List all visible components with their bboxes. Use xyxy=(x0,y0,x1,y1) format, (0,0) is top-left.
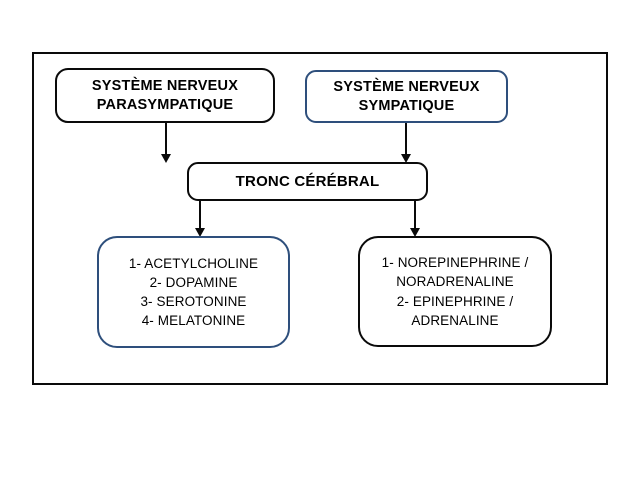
arrow-head-down-icon xyxy=(161,154,171,163)
node-systeme-nerveux-sympathique-label: SYSTÈME NERVEUX SYMPATIQUE xyxy=(333,78,480,114)
node-systeme-nerveux-parasympathique[interactable]: SYSTÈME NERVEUX PARASYMPATIQUE xyxy=(55,68,275,123)
arrow-shaft xyxy=(199,201,201,229)
arrow-sympathique-to-tronc-cerebral xyxy=(400,123,412,163)
node-parasympathique-neurotransmitters-label: 1- ACETYLCHOLINE 2- DOPAMINE 3- SEROTONI… xyxy=(128,255,259,329)
arrow-parasympathique-to-tronc-cerebral xyxy=(160,123,172,163)
arrow-head-down-icon xyxy=(195,228,205,237)
arrow-head-down-icon xyxy=(401,154,411,163)
arrow-shaft xyxy=(405,123,407,155)
arrow-shaft xyxy=(414,201,416,229)
node-systeme-nerveux-parasympathique-label: SYSTÈME NERVEUX PARASYMPATIQUE xyxy=(91,77,239,113)
arrow-tronc-cerebral-to-sympathique-neurotransmitters xyxy=(409,201,421,237)
arrow-head-down-icon xyxy=(410,228,420,237)
node-parasympathique-neurotransmitters[interactable]: 1- ACETYLCHOLINE 2- DOPAMINE 3- SEROTONI… xyxy=(97,236,290,348)
node-sympathique-neurotransmitters-label: 1- NOREPINEPHRINE / NORADRENALINE 2- EPI… xyxy=(381,255,529,328)
arrow-tronc-cerebral-to-parasympathique-neurotransmitters xyxy=(194,201,206,237)
node-tronc-cerebral-label: TRONC CÉRÉBRAL xyxy=(235,172,380,190)
node-systeme-nerveux-sympathique[interactable]: SYSTÈME NERVEUX SYMPATIQUE xyxy=(305,70,508,123)
arrow-shaft xyxy=(165,123,167,155)
node-sympathique-neurotransmitters[interactable]: 1- NOREPINEPHRINE / NORADRENALINE 2- EPI… xyxy=(358,236,552,347)
node-tronc-cerebral[interactable]: TRONC CÉRÉBRAL xyxy=(187,162,428,201)
